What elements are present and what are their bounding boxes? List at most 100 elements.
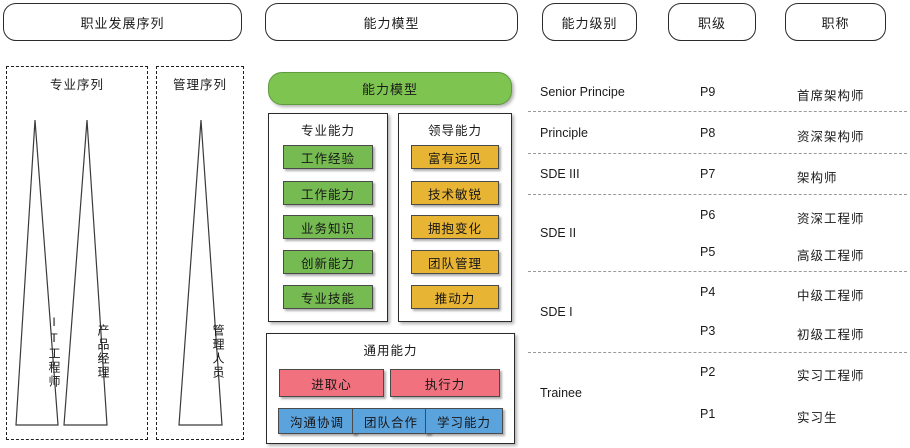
- table-divider-1: [528, 111, 907, 112]
- table-divider-3: [528, 194, 907, 195]
- title-p7-label: 架构师: [797, 171, 838, 185]
- header-job-grade-label: 职级: [697, 15, 726, 31]
- chip-professional-3-label: 创新能力: [300, 256, 355, 271]
- table-divider-2: [528, 153, 907, 154]
- chip-general-row1-0[interactable]: 进取心: [279, 369, 384, 397]
- chip-leadership-4-label: 推动力: [434, 291, 476, 306]
- chip-general-row1-1-label: 执行力: [424, 377, 466, 392]
- title-p7: 架构师: [797, 167, 838, 186]
- level-sde-2-label: SDE II: [540, 226, 577, 240]
- level-principle: Principle: [540, 126, 588, 140]
- header-career-sequence-label: 职业发展序列: [80, 15, 165, 31]
- chip-leadership-1-label: 技术敏锐: [427, 187, 482, 202]
- grade-p5-label: P5: [700, 245, 716, 259]
- level-sde-1-label: SDE I: [540, 305, 573, 319]
- grade-p5: P5: [700, 245, 715, 259]
- grade-p8: P8: [700, 126, 715, 140]
- level-senior-principe: Senior Principe: [540, 85, 625, 99]
- grade-p2: P2: [700, 365, 715, 379]
- chip-professional-4-label: 专业技能: [300, 291, 355, 306]
- pyramid-manager[interactable]: 管理人员: [176, 120, 225, 426]
- chip-general-row2-2-label: 学习能力: [436, 415, 491, 430]
- pyramid-it-engineer[interactable]: IT工程师: [14, 120, 61, 426]
- chip-professional-2-label: 业务知识: [300, 221, 355, 236]
- header-capability-model-label: 能力模型: [363, 15, 420, 31]
- chip-general-row2-1-label: 团队合作: [363, 415, 418, 430]
- grade-p9-label: P9: [700, 85, 716, 99]
- title-p3: 初级工程师: [797, 324, 865, 343]
- level-sde-3-label: SDE III: [540, 167, 580, 181]
- grade-p4: P4: [700, 285, 715, 299]
- header-career-sequence[interactable]: 职业发展序列: [3, 3, 242, 41]
- title-p1-label: 实习生: [797, 411, 838, 425]
- panel-general-capability-title: 通用能力: [363, 344, 418, 358]
- header-job-title-label: 职称: [821, 15, 850, 31]
- title-p2-label: 实习工程师: [797, 369, 865, 383]
- group-professional-title: 专业序列: [49, 78, 104, 92]
- chip-professional-0[interactable]: 工作经验: [283, 145, 373, 169]
- chip-leadership-1[interactable]: 技术敏锐: [411, 181, 499, 205]
- title-p8: 资深架构师: [797, 126, 865, 145]
- panel-professional-capability-title: 专业能力: [300, 124, 355, 138]
- header-job-title[interactable]: 职称: [785, 3, 886, 41]
- grade-p3: P3: [700, 324, 715, 338]
- chip-general-row2-1[interactable]: 团队合作: [352, 408, 430, 434]
- chip-general-row2-0[interactable]: 沟通协调: [278, 408, 356, 434]
- grade-p6-label: P6: [700, 208, 716, 222]
- panel-leadership-capability-title: 领导能力: [427, 124, 482, 138]
- table-divider-5: [528, 352, 907, 353]
- chip-professional-0-label: 工作经验: [300, 151, 355, 166]
- grade-p1-label: P1: [700, 407, 716, 421]
- chip-general-row1-0-label: 进取心: [311, 377, 352, 392]
- title-p4: 中级工程师: [797, 285, 865, 304]
- chip-leadership-4[interactable]: 推动力: [411, 285, 499, 309]
- pyramid-product-manager[interactable]: 产品经理: [61, 120, 110, 426]
- title-p9: 首席架构师: [797, 85, 865, 104]
- group-management: 管理序列: [156, 66, 244, 440]
- level-trainee: Trainee: [540, 386, 582, 400]
- header-job-grade[interactable]: 职级: [668, 3, 756, 41]
- pyramid-product-manager-label: 产品经理: [96, 324, 110, 380]
- title-p3-label: 初级工程师: [797, 328, 865, 342]
- chip-leadership-2[interactable]: 拥抱变化: [411, 215, 499, 239]
- chip-professional-4[interactable]: 专业技能: [283, 285, 373, 309]
- level-principle-label: Principle: [540, 126, 588, 140]
- header-capability-level[interactable]: 能力级别: [542, 3, 637, 41]
- chip-professional-2[interactable]: 业务知识: [283, 215, 373, 239]
- chip-leadership-0-label: 富有远见: [427, 151, 482, 166]
- grade-p4-label: P4: [700, 285, 716, 299]
- grade-p8-label: P8: [700, 126, 716, 140]
- title-p6-label: 资深工程师: [797, 212, 865, 226]
- title-p4-label: 中级工程师: [797, 289, 865, 303]
- pyramid-it-engineer-label: IT工程师: [47, 315, 61, 389]
- chip-general-row2-0-label: 沟通协调: [289, 415, 344, 430]
- capability-model-header-label: 能力模型: [361, 82, 418, 97]
- chip-professional-3[interactable]: 创新能力: [283, 250, 373, 274]
- grade-p3-label: P3: [700, 324, 716, 338]
- grade-p7-label: P7: [700, 167, 716, 181]
- chip-professional-1[interactable]: 工作能力: [283, 181, 373, 205]
- level-sde-1: SDE I: [540, 305, 573, 319]
- level-senior-principe-label: Senior Principe: [540, 85, 625, 99]
- chip-leadership-0[interactable]: 富有远见: [411, 145, 499, 169]
- level-sde-3: SDE III: [540, 167, 580, 181]
- table-divider-4: [528, 271, 907, 272]
- pyramid-manager-label: 管理人员: [211, 324, 225, 380]
- title-p5: 高级工程师: [797, 245, 865, 264]
- grade-p7: P7: [700, 167, 715, 181]
- capability-model-header[interactable]: 能力模型: [268, 72, 512, 105]
- title-p2: 实习工程师: [797, 365, 865, 384]
- group-professional: 专业序列: [6, 66, 148, 440]
- title-p8-label: 资深架构师: [797, 130, 865, 144]
- level-trainee-label: Trainee: [540, 386, 582, 400]
- chip-general-row1-1[interactable]: 执行力: [390, 369, 500, 397]
- chip-general-row2-2[interactable]: 学习能力: [425, 408, 503, 434]
- chip-leadership-2-label: 拥抱变化: [427, 221, 482, 236]
- chip-leadership-3[interactable]: 团队管理: [411, 250, 499, 274]
- grade-p2-label: P2: [700, 365, 716, 379]
- level-sde-2: SDE II: [540, 226, 576, 240]
- grade-p9: P9: [700, 85, 715, 99]
- header-capability-model[interactable]: 能力模型: [265, 3, 518, 41]
- chip-professional-1-label: 工作能力: [300, 187, 355, 202]
